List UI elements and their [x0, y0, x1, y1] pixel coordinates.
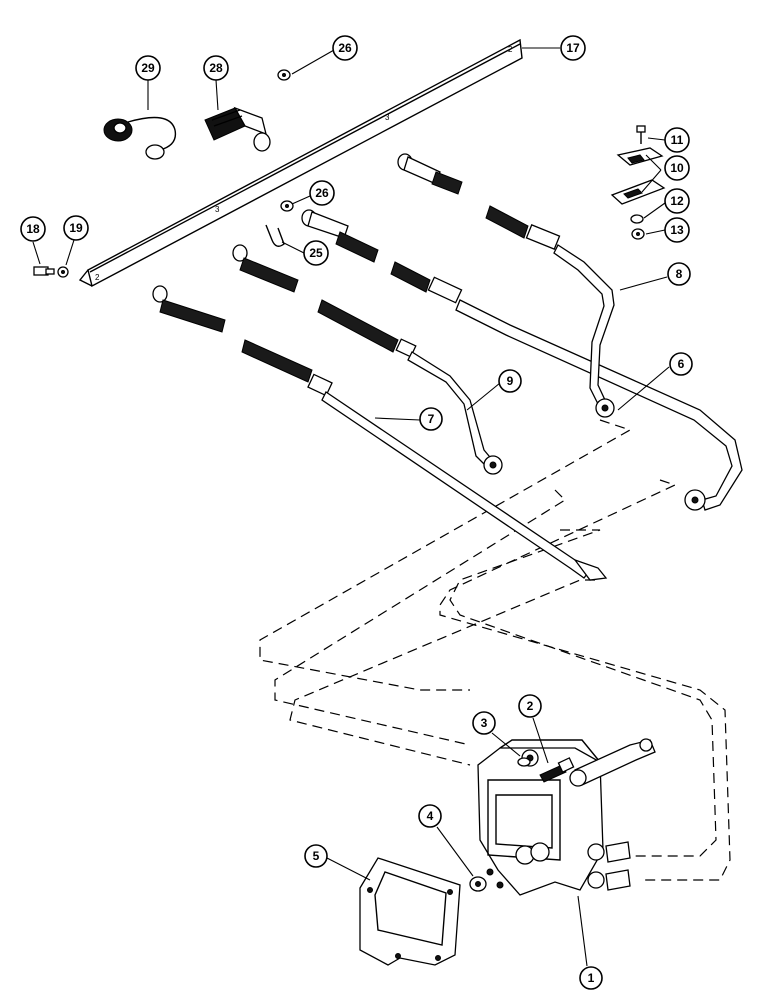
bracket-mark-1: 2: [508, 45, 513, 54]
hydraulic-line-6: [301, 209, 743, 511]
callout-10: 10: [664, 155, 690, 181]
screw-2: [539, 757, 575, 783]
leader-lines: [32, 47, 670, 967]
svg-text:26: 26: [315, 186, 329, 200]
callout-6: 6: [669, 352, 693, 376]
callout-12: 12: [664, 188, 690, 214]
hose-routing-dashed: [259, 419, 731, 881]
svg-text:19: 19: [69, 221, 83, 235]
callout-18: 18: [20, 216, 46, 242]
hydraulic-line-9: [232, 244, 503, 475]
svg-text:3: 3: [481, 716, 488, 730]
dust-cap: [103, 116, 177, 160]
callout-2: 2: [518, 694, 542, 718]
callout-3: 3: [472, 711, 496, 735]
nut-4: [469, 876, 487, 892]
svg-text:28: 28: [209, 61, 223, 75]
callout-13: 13: [664, 217, 690, 243]
svg-text:4: 4: [427, 809, 434, 823]
gasket: [359, 857, 461, 966]
callout-19: 19: [63, 215, 89, 241]
svg-text:8: 8: [676, 267, 683, 281]
svg-text:18: 18: [26, 222, 40, 236]
svg-text:7: 7: [428, 412, 435, 426]
svg-text:5: 5: [313, 849, 320, 863]
washer-12: [630, 214, 644, 224]
svg-text:9: 9: [507, 374, 514, 388]
nut-26-top: [277, 69, 291, 81]
svg-text:6: 6: [678, 357, 685, 371]
hydraulic-line-8: [397, 153, 615, 418]
callout-26-top: 26: [332, 35, 358, 61]
svg-text:17: 17: [566, 41, 580, 55]
control-valve: [477, 738, 656, 896]
callout-28: 28: [203, 55, 229, 81]
angle-bracket: 2 3 3 2: [78, 38, 523, 288]
callout-7: 7: [419, 407, 443, 431]
svg-text:11: 11: [671, 133, 684, 147]
svg-text:13: 13: [670, 223, 684, 237]
callout-11: 11: [664, 127, 690, 153]
u-bolt: [265, 224, 285, 247]
callout-8: 8: [667, 262, 691, 286]
callout-5: 5: [304, 844, 328, 868]
hydraulic-line-7: [152, 285, 608, 581]
svg-text:26: 26: [338, 41, 352, 55]
callout-29: 29: [135, 55, 161, 81]
svg-text:12: 12: [670, 194, 684, 208]
callout-1: 1: [579, 966, 603, 990]
callout-4: 4: [418, 804, 442, 828]
callout-26-mid: 26: [309, 180, 335, 206]
callout-17: 17: [560, 35, 586, 61]
quick-coupler: [204, 106, 271, 152]
bracket-mark-3: 3: [215, 205, 220, 214]
svg-text:1: 1: [588, 971, 595, 985]
nut-19: [57, 266, 69, 278]
callout-25: 25: [303, 240, 329, 266]
bracket-mark-2: 3: [385, 113, 390, 122]
bolt-11: [636, 125, 646, 144]
svg-text:25: 25: [309, 246, 323, 260]
bolt-18: [33, 266, 55, 276]
svg-text:10: 10: [670, 161, 684, 175]
clamps-10: [610, 147, 666, 205]
svg-text:29: 29: [141, 61, 155, 75]
bracket-mark-4: 2: [95, 273, 100, 282]
nut-26-mid: [280, 200, 294, 212]
callout-9: 9: [498, 369, 522, 393]
nut-13: [631, 228, 645, 240]
washer-3: [517, 757, 531, 767]
svg-text:2: 2: [527, 699, 534, 713]
